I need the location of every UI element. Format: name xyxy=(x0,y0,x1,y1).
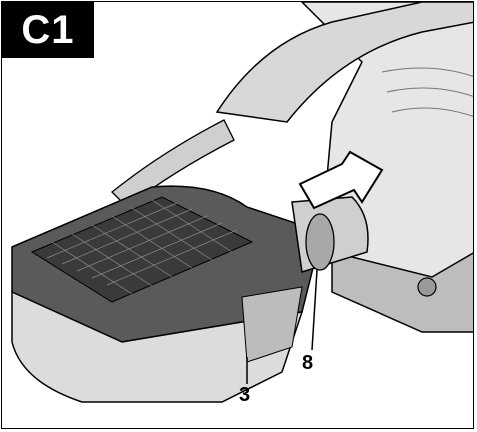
tool-handle xyxy=(215,2,473,123)
nozzle-ring xyxy=(305,213,335,271)
dust-box-front-face xyxy=(241,286,303,363)
insert-arrow-icon xyxy=(298,150,384,210)
callout-label-3: 3 xyxy=(239,384,251,406)
sander-base-plate xyxy=(331,251,473,333)
dust-box-container xyxy=(11,290,304,403)
sander-grip-rings xyxy=(381,67,473,117)
callout-label-8: 8 xyxy=(302,352,314,374)
leader-line-8 xyxy=(311,269,318,351)
sander-illustration xyxy=(11,2,473,403)
figure-badge: C1 xyxy=(2,2,94,58)
filter-grid xyxy=(30,196,254,303)
filter-grid-lines xyxy=(46,199,238,295)
clamp-screw xyxy=(417,277,437,297)
